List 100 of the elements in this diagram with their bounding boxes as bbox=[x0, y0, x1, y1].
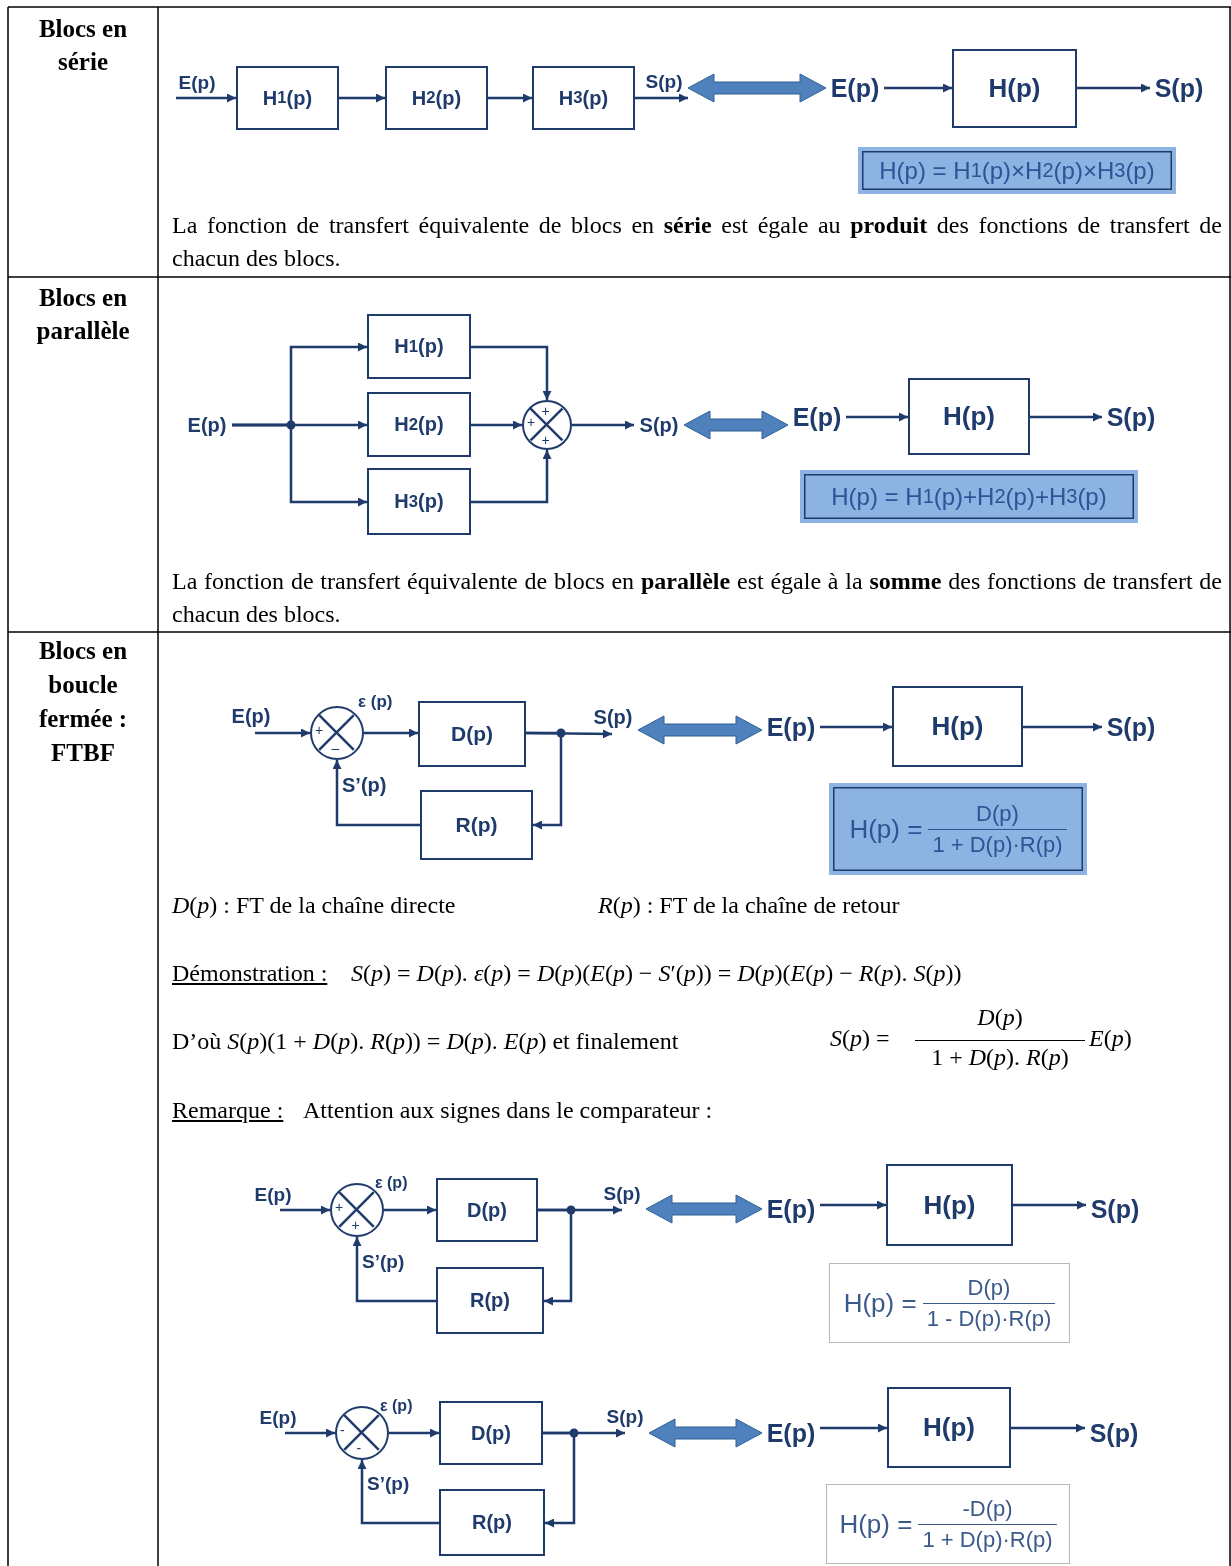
description-text: La fonction de transfert équivalente de blocs en série est égale au produit des fonctions de transfert de chacun des blocs. bbox=[172, 211, 1222, 273]
numerator: D(p) bbox=[966, 1274, 1012, 1302]
arrow bbox=[232, 423, 367, 507]
sign: + bbox=[351, 1217, 360, 1232]
denominator: 1 - D(p)·R(p) bbox=[922, 1302, 1056, 1332]
heading-label: Démonstration : bbox=[172, 959, 328, 988]
arrow bbox=[488, 93, 532, 103]
edge-label: S’(p) bbox=[362, 1251, 405, 1273]
equation: E(p) bbox=[1089, 1024, 1132, 1053]
signal-label: E(p) bbox=[762, 710, 820, 744]
signal-label: S(p) bbox=[1085, 1416, 1143, 1450]
remark-text: Attention aux signes dans le comparateur : bbox=[303, 1096, 713, 1125]
numerator: D(p) bbox=[976, 1003, 1024, 1032]
arrow bbox=[526, 731, 563, 830]
transfer-block: D(p) bbox=[436, 1178, 538, 1242]
arrow bbox=[1011, 1423, 1085, 1433]
transfer-block: H(p) bbox=[886, 1164, 1013, 1246]
signal-label: S(p) bbox=[634, 410, 684, 440]
sign: - bbox=[356, 1440, 362, 1455]
signal-label: E(p) bbox=[762, 1192, 820, 1226]
description-text: La fonction de transfert équivalente de blocs en parallèle est égale à la somme des fonctions de transfert de chacun des blocs. bbox=[172, 567, 1222, 629]
arrow bbox=[285, 1428, 335, 1438]
signal-label: S(p) bbox=[1102, 400, 1160, 434]
double-arrow bbox=[645, 1194, 763, 1224]
arrow bbox=[1013, 1200, 1086, 1210]
numerator: -D(p) bbox=[961, 1495, 1014, 1523]
formula-text: H(p) = bbox=[849, 813, 923, 845]
arrow bbox=[846, 412, 908, 422]
equation: D’où S(p)(1 + D(p). R(p)) = D(p). E(p) et finalement bbox=[172, 1027, 679, 1056]
arrow bbox=[176, 93, 236, 103]
signal-label: E(p) bbox=[762, 1416, 820, 1450]
transfer-block: H(p) bbox=[887, 1387, 1011, 1468]
equation: S(p) = D(p). ε(p) = D(p)(E(p) − S′(p)) = D(p)(E(p) − R(p). S(p)) bbox=[351, 959, 962, 988]
row-header: Blocs en série bbox=[37, 14, 129, 77]
formula-box bbox=[829, 783, 1087, 875]
signal-label: E(p) bbox=[226, 700, 276, 733]
edge-label: ε (p) bbox=[358, 692, 393, 712]
sign: - bbox=[340, 1422, 345, 1437]
row-header: Blocs en parallèle bbox=[35, 283, 131, 346]
arrow bbox=[820, 1200, 886, 1210]
arrow bbox=[339, 93, 385, 103]
transfer-block: D(p) bbox=[418, 701, 526, 767]
arrow bbox=[1077, 83, 1150, 93]
transfer-block: R(p) bbox=[436, 1267, 544, 1334]
double-arrow bbox=[687, 73, 827, 103]
double-arrow bbox=[648, 1418, 763, 1448]
arrow bbox=[635, 93, 688, 103]
signal-label: E(p) bbox=[826, 71, 884, 105]
arrow bbox=[280, 1205, 330, 1215]
edge-label: S’(p) bbox=[342, 774, 387, 797]
row-header: Blocs en boucle fermée : FTBF bbox=[37, 636, 129, 768]
formula-box bbox=[826, 1484, 1070, 1564]
denominator: 1 + D(p). R(p) bbox=[915, 1040, 1085, 1074]
denominator: 1 + D(p)·R(p) bbox=[928, 828, 1067, 858]
sign: + bbox=[315, 722, 324, 737]
heading-label: Remarque : bbox=[172, 1096, 284, 1125]
arrow bbox=[572, 420, 634, 430]
signal-label: S(p) bbox=[1086, 1192, 1144, 1226]
transfer-block: H(p) bbox=[892, 686, 1023, 767]
arrow bbox=[543, 1431, 576, 1528]
double-arrow bbox=[637, 715, 763, 745]
signal-label: E(p) bbox=[788, 400, 846, 434]
arrow bbox=[352, 1237, 436, 1303]
formula-text: H(p) = bbox=[839, 1508, 913, 1540]
double-arrow bbox=[683, 410, 789, 440]
summing-junction bbox=[522, 400, 572, 450]
definition-text: R(p) : FT de la chaîne de retour bbox=[598, 891, 900, 920]
arrow bbox=[1030, 412, 1102, 422]
equation: S(p) = bbox=[830, 1024, 890, 1053]
arrow bbox=[471, 450, 552, 504]
arrow bbox=[471, 345, 552, 400]
arrow bbox=[820, 722, 892, 732]
edge-label: ε (p) bbox=[375, 1174, 408, 1192]
arrow bbox=[389, 1428, 439, 1438]
arrow bbox=[471, 420, 522, 430]
signal-label: E(p) bbox=[249, 1180, 297, 1210]
signal-label: E(p) bbox=[254, 1403, 302, 1433]
transfer-block: D(p) bbox=[439, 1401, 543, 1465]
transfer-block: H(p) bbox=[952, 49, 1077, 128]
signal-label: E(p) bbox=[182, 410, 232, 440]
sign: + bbox=[335, 1199, 344, 1214]
signal-label: S(p) bbox=[588, 700, 638, 734]
signal-label: S(p) bbox=[1150, 71, 1208, 105]
denominator: 1 + D(p)·R(p) bbox=[918, 1523, 1057, 1553]
arrow bbox=[820, 1423, 887, 1433]
sign: – bbox=[331, 740, 340, 755]
sign: + bbox=[541, 404, 550, 418]
arrow bbox=[384, 1205, 436, 1215]
arrow bbox=[538, 1208, 573, 1306]
arrow bbox=[884, 83, 952, 93]
summing-junction bbox=[310, 706, 364, 760]
arrow bbox=[255, 728, 310, 738]
signal-label: E(p) bbox=[174, 67, 220, 98]
arrow bbox=[332, 760, 420, 827]
formula-text: H(p) = bbox=[843, 1287, 917, 1319]
transfer-block: R(p) bbox=[439, 1489, 545, 1556]
edge-label: S’(p) bbox=[367, 1473, 410, 1495]
arrow bbox=[364, 728, 418, 738]
arrow bbox=[1023, 722, 1102, 732]
sign: + bbox=[541, 432, 550, 447]
